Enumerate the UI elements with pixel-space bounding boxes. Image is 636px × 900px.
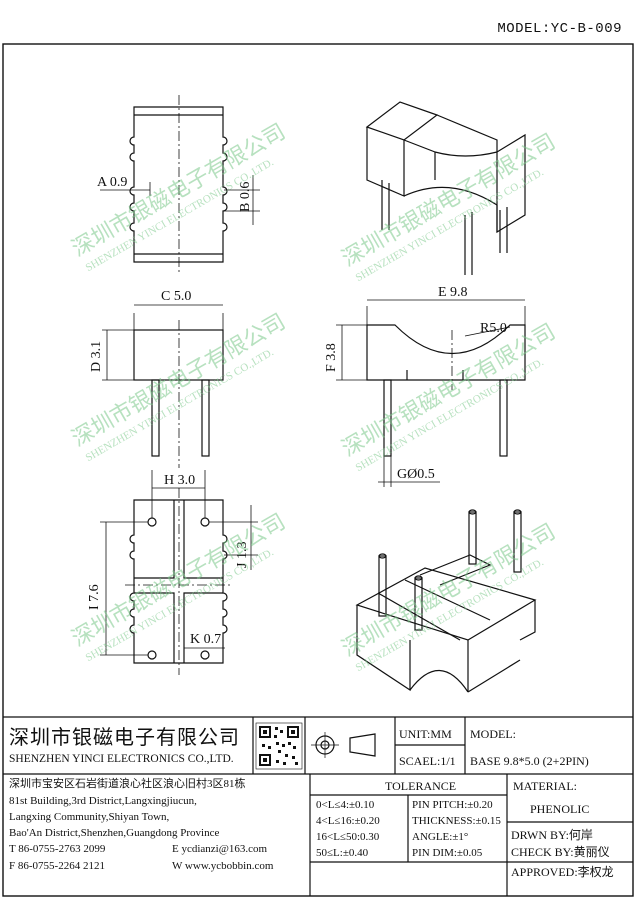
dim-j: J 1.3 — [235, 542, 250, 568]
dim-h: H 3.0 — [164, 473, 195, 488]
watermarks: 深圳市银磁电子有限公司 SHENZHEN YINCI ELECTRONICS C… — [67, 119, 559, 675]
company-name-en: SHENZHEN YINCI ELECTRONICS CO.,LTD. — [9, 753, 234, 765]
tolerance-row: 0<L≤4:±0.10 — [316, 799, 375, 811]
dim-i: I 7.6 — [87, 584, 102, 610]
address-en-line1: 81st Building,3rd District,Langxingjiucu… — [9, 795, 197, 807]
bottom-view — [100, 470, 258, 675]
fax: F 86-0755-2264 2121 — [9, 860, 105, 872]
title-block-lines — [3, 716, 633, 896]
model-header: MODEL:YC-B-009 — [497, 21, 622, 37]
dim-k: K 0.7 — [190, 632, 221, 647]
dim-a: A 0.9 — [97, 175, 127, 190]
model-label: MODEL: — [470, 727, 516, 741]
watermark-cn: 深圳市银磁电子有限公司 — [337, 129, 559, 272]
iso-view-1 — [365, 101, 526, 275]
tolerance-row: 4<L≤16:±0.20 — [316, 815, 380, 827]
dim-e: E 9.8 — [438, 285, 468, 300]
tolerance-row-2: PIN PITCH:±0.20 — [412, 799, 493, 811]
dim-f: F 3.8 — [324, 343, 339, 372]
top-view — [100, 95, 260, 275]
tolerance-row: 16<L≤50:0.30 — [316, 831, 380, 843]
tolerance-row: 50≤L:±0.40 — [316, 847, 369, 859]
projection-symbol-icon — [311, 732, 376, 758]
email: E ycdianzi@163.com — [172, 843, 268, 855]
dimension-labels: A 0.9 B 0.6 C 5.0 D 3.1 E 9.8 F 3.8 R5.0… — [87, 175, 507, 647]
scale-label: SCAEL:1/1 — [399, 754, 456, 768]
watermark-cn: 深圳市银磁电子有限公司 — [337, 519, 559, 662]
material-value: PHENOLIC — [530, 802, 590, 816]
company-name-cn: 深圳市银磁电子有限公司 — [9, 727, 240, 749]
approved-by: APPROVED:李权龙 — [511, 865, 614, 879]
qr-code-icon — [255, 722, 303, 770]
tolerance-row-2: PIN DIM:±0.05 — [412, 847, 483, 859]
watermark-cn: 深圳市银磁电子有限公司 — [337, 319, 559, 462]
side-view — [336, 299, 526, 487]
dim-r: R5.0 — [480, 321, 507, 336]
dim-c: C 5.0 — [161, 289, 191, 304]
unit-label: UNIT:MM — [399, 727, 452, 741]
dim-d: D 3.1 — [89, 341, 104, 372]
dim-b: B 0.6 — [238, 182, 253, 212]
website: W www.ycbobbin.com — [172, 860, 274, 872]
material-label: MATERIAL: — [513, 779, 577, 793]
checked-by: CHECK BY:黄丽仪 — [511, 845, 610, 859]
tolerance-row-2: ANGLE:±1° — [412, 831, 469, 843]
front-view — [102, 304, 224, 468]
dim-g: GØ0.5 — [397, 467, 435, 482]
address-en-line2: Langxing Community,Shiyan Town, — [9, 811, 170, 823]
address-en-line3: Bao'An District,Shenzhen,Guangdong Provi… — [9, 827, 220, 839]
iso-view-2 — [355, 509, 537, 693]
drawn-by: DRWN BY:何岸 — [511, 828, 593, 842]
tolerance-row-2: THICKNESS:±0.15 — [412, 815, 501, 827]
telephone: T 86-0755-2763 2099 — [9, 843, 106, 855]
model-value: BASE 9.8*5.0 (2+2PIN) — [470, 754, 589, 768]
address-cn: 深圳市宝安区石岩街道浪心社区浪心旧村3区81栋 — [9, 778, 246, 790]
sheet-border — [2, 43, 634, 897]
watermark-cn: 深圳市银磁电子有限公司 — [67, 509, 289, 652]
tolerance-title: TOLERANCE — [385, 779, 457, 793]
